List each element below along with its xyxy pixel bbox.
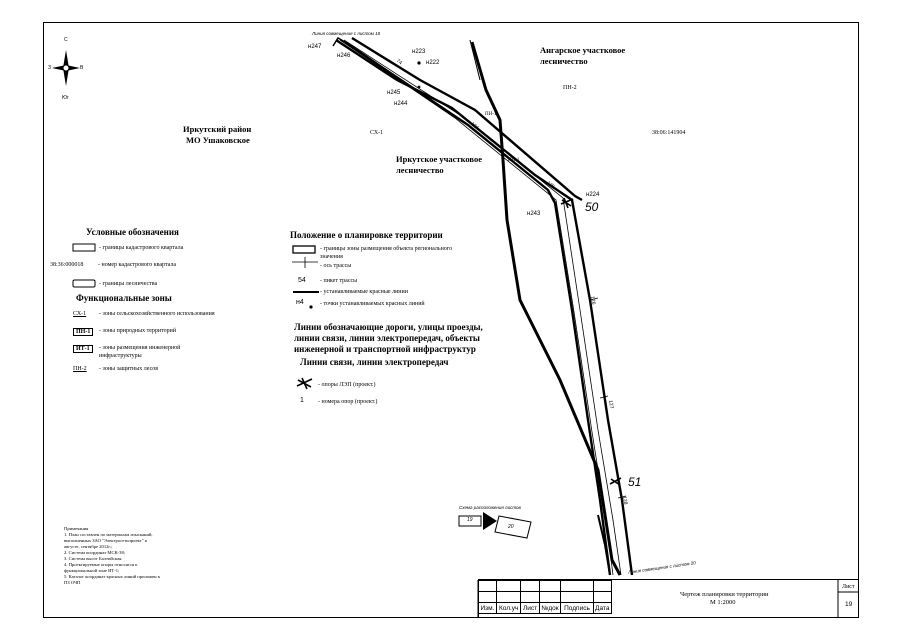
pylon-icon bbox=[609, 477, 622, 486]
point-n244: н244 bbox=[394, 101, 408, 107]
lines-code: 1 bbox=[300, 397, 304, 404]
stamp-col: Дата bbox=[592, 602, 612, 614]
notes-line: 1. План составлен по материалам изыскани… bbox=[64, 532, 153, 537]
zone-pn1-label-a: ПН-1 bbox=[485, 112, 497, 117]
stamp-col: №док bbox=[538, 602, 562, 614]
lines-subtitle: Линии связи, линии электропередач bbox=[300, 357, 449, 367]
compass-west: З bbox=[48, 65, 52, 71]
pylon-icon bbox=[560, 197, 574, 209]
forestry-boundary bbox=[470, 41, 622, 576]
point-n247: н247 bbox=[308, 44, 322, 50]
stamp-sheet-label: Лист bbox=[842, 584, 855, 590]
stamp-title-1: Чертеж планировки территории bbox=[680, 591, 769, 598]
stamp-frame bbox=[478, 579, 859, 618]
point-n246: н246 bbox=[337, 53, 351, 59]
zone-code: ИТ-1 bbox=[73, 345, 93, 353]
zone-code: ПН-1 bbox=[73, 328, 94, 336]
notes-block: Примечания 1. План составлен по материал… bbox=[64, 526, 160, 586]
irkutsk-forestry-label-1: Иркутское участковое bbox=[396, 154, 482, 164]
planning-item: - пикет трассы bbox=[320, 278, 358, 284]
pk-tick: 127 bbox=[606, 399, 615, 410]
lines-title-2: линии связи, линии электропередач, объек… bbox=[294, 333, 480, 343]
pk-tick: 128 bbox=[620, 495, 629, 506]
irkutsk-forestry-label-2: лесничество bbox=[396, 165, 444, 175]
corridor-border-right bbox=[335, 38, 634, 576]
planning-item: - точки устанавливаемых красных линий bbox=[320, 301, 425, 307]
sheet-scheme bbox=[458, 512, 532, 539]
compass-north: С bbox=[64, 37, 68, 43]
zone-code: СХ-1 bbox=[73, 311, 87, 317]
point-n243: н243 bbox=[527, 211, 541, 217]
planning-item-2: значения bbox=[320, 254, 343, 260]
zone-label: - зоны сельскохозяйственного использован… bbox=[99, 311, 215, 317]
legend-code: 38:36:000018 bbox=[50, 262, 84, 268]
point-n224: н224 bbox=[586, 192, 600, 198]
planning-title: Положение о планировке территории bbox=[290, 230, 443, 240]
cadastral-number-label: 38:06:141904 bbox=[652, 130, 686, 136]
picket-50: 50 bbox=[585, 200, 599, 214]
legend-item: - номер кадастрового квартала bbox=[98, 262, 177, 268]
angarsk-forestry-label-2: лесничество bbox=[540, 56, 588, 66]
match-line-top: Линия совмещения с листом 18 bbox=[312, 31, 381, 36]
compass-south: Юг bbox=[62, 95, 69, 101]
stamp-col: Лист bbox=[520, 602, 540, 614]
notes-line: 5. Каталог координат красных линий прило… bbox=[64, 574, 160, 579]
picket-51: 51 bbox=[628, 475, 642, 489]
zone-label-2: инфраструктуры bbox=[99, 353, 142, 359]
zones-title: Функциональные зоны bbox=[76, 293, 172, 303]
route-axis bbox=[343, 39, 622, 576]
notes-title: Примечания bbox=[64, 526, 89, 531]
notes-line: 4. Проектируемые опоры относятся к bbox=[64, 562, 138, 567]
scheme-sheet-b: 20 bbox=[508, 524, 514, 530]
municipality-label: МО Ушаковское bbox=[186, 135, 250, 145]
scheme-title: Схема расположения листов bbox=[459, 505, 521, 510]
legend-item: - границы кадастрового квартала bbox=[99, 245, 184, 251]
corridor-border-left bbox=[344, 41, 612, 576]
notes-line: 2. Система координат МСК-38; bbox=[64, 550, 126, 555]
scheme-sheet-a: 19 bbox=[467, 517, 473, 523]
angarsk-forestry-label-1: Ангарское участковое bbox=[540, 45, 626, 55]
lines-item: - опоры ЛЭП (проект.) bbox=[318, 382, 376, 388]
stamp-col: Подпись bbox=[560, 602, 594, 614]
compass-east: В bbox=[80, 65, 84, 71]
pk-tick: 126 bbox=[588, 295, 597, 306]
stamp-title-2: М 1:2000 bbox=[710, 599, 736, 606]
lines-title-1: Линии обозначающие дороги, улицы проезды… bbox=[294, 322, 483, 332]
zone-pn2-label: ПН-2 bbox=[563, 85, 577, 91]
lines-item: - номера опор (проект.) bbox=[318, 399, 378, 405]
zone-sx1-label: СХ-1 bbox=[370, 130, 384, 136]
point-n223: н223 bbox=[412, 49, 426, 55]
planning-item: - границы зоны размещения объекта регион… bbox=[320, 246, 453, 252]
lines-title-3: инженерной и транспортной инфраструктур bbox=[294, 344, 476, 354]
point-n245: н245 bbox=[387, 90, 401, 96]
compass-icon bbox=[52, 50, 80, 86]
zone-code: ПН-2 bbox=[73, 366, 87, 372]
pylon-legend-icon bbox=[296, 377, 313, 390]
stamp-sheet-number: 19 bbox=[845, 601, 853, 608]
zone-label: - зоны природных территорий bbox=[99, 328, 177, 334]
notes-line: 3. Система высот Балтийская. bbox=[64, 556, 123, 561]
stamp-table: Изм. Кол.уч Лист №док Подпись Дата bbox=[478, 580, 612, 614]
planning-code: 54 bbox=[298, 277, 306, 284]
legend-item: - границы лесничества bbox=[99, 281, 158, 287]
planning-code: н4 bbox=[296, 299, 304, 306]
notes-line: выполненных ЗАО "Электросетьпроект" в bbox=[64, 538, 147, 543]
point-n222: н222 bbox=[426, 60, 440, 66]
zone-pn1-label-b: ПН-1 bbox=[508, 158, 520, 163]
notes-line: ПЗ ОЧП bbox=[64, 580, 81, 585]
planning-item: - ось трассы bbox=[320, 263, 352, 269]
zone-label: - зоны размещения инженерной bbox=[99, 345, 181, 351]
legend-title: Условные обозначения bbox=[86, 227, 179, 237]
planning-item: - устанавливаемые красные линии bbox=[320, 289, 408, 295]
district-label: Иркутский район bbox=[183, 124, 252, 134]
notes-line: августе, сентябре 2012г.; bbox=[64, 544, 113, 549]
drawing-frame bbox=[43, 22, 859, 618]
notes-line: функциональной зоне ИТ-1; bbox=[64, 568, 120, 573]
zone-label: - зоны защитных лесов bbox=[99, 366, 159, 372]
